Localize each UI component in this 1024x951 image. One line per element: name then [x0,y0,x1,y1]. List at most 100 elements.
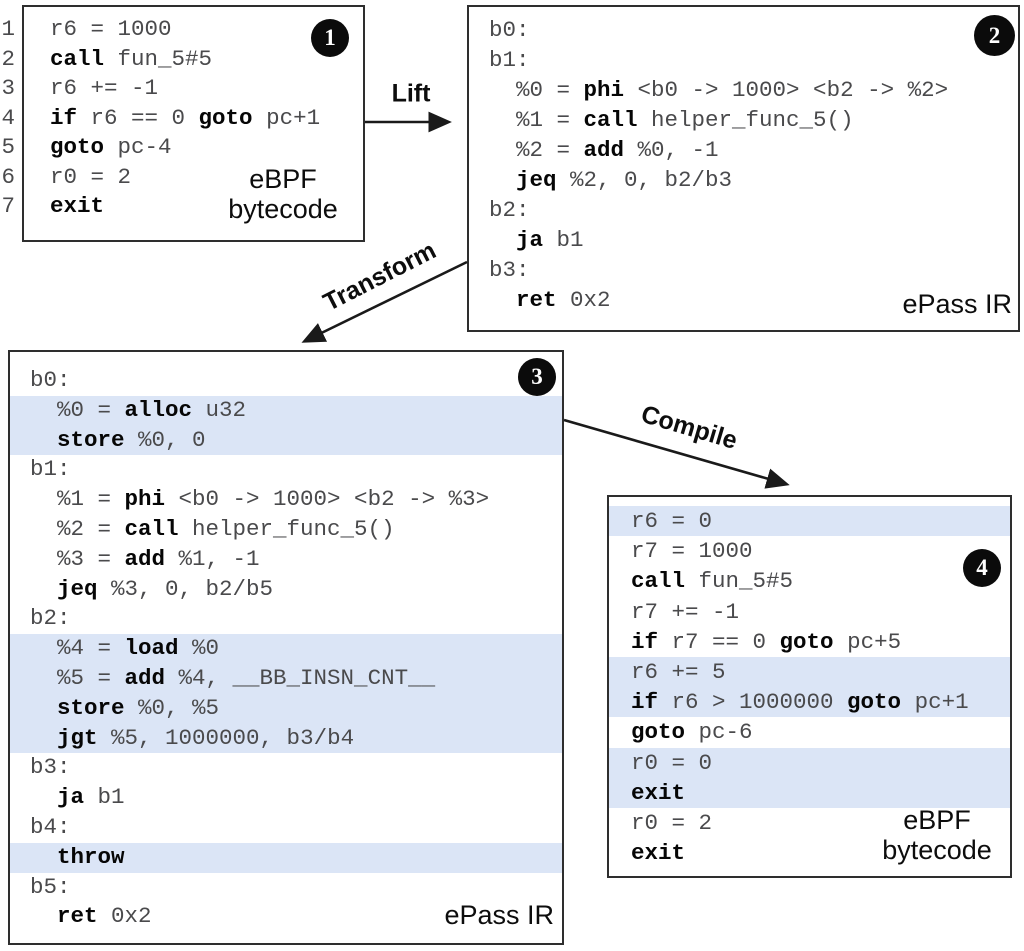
code-line: ret 0x2 [469,285,1018,315]
code-line: %3 = add %1, -1 [10,545,562,575]
code-token: b0: [30,367,71,393]
step-badge-1: 1 [311,19,349,57]
code-token: 0x2 [556,287,611,313]
code-token: %0, -1 [624,137,719,163]
code-line-highlighted: store %0, %5 [10,693,562,724]
code-token: %0 = [489,77,584,103]
keyword-token: call [631,568,686,595]
code-line: %0 = phi <b0 -> 1000> <b2 -> %2> [469,75,1018,105]
code-token [489,167,516,193]
code-token: r6 > 1000000 [658,689,848,716]
keyword-token: call [50,45,105,72]
code-token: %4, __BB_INSN_CNT__ [165,664,436,691]
code-token: r0 = 2 [50,163,132,190]
keyword-token: ja [57,784,85,811]
code-line-highlighted: store %0, 0 [10,425,562,456]
code-token: fun_5#5 [104,45,213,72]
code-token: %5 = [30,664,125,691]
keyword-token: store [57,694,125,721]
code-token: r0 = 0 [631,749,713,776]
code-token [30,695,57,721]
code-line: %2 = add %0, -1 [469,135,1018,165]
code-token: fun_5#5 [685,568,794,595]
code-line: r7 += -1 [609,597,1010,627]
ebpf-bytecode-label: eBPF bytecode [882,804,992,865]
code-token: r0 = 2 [631,809,713,836]
code-line: ja b1 [469,225,1018,255]
code-line: jeq %3, 0, b2/b5 [10,575,562,605]
keyword-token: call [124,515,179,542]
code-line: r6 = 1000 [24,15,363,45]
keyword-token: add [583,137,625,163]
code-token [30,576,57,602]
code-line: goto pc-6 [609,717,1010,747]
code-line-highlighted: throw [10,842,562,873]
code-line: r7 = 1000 [609,536,1010,566]
code-token: pc-6 [685,719,753,746]
code-token: helper_func_5() [637,107,854,133]
code-line-highlighted: exit [609,777,1010,808]
code-token: %2 = [489,137,584,163]
compile-arrow-label: Compile [637,400,741,455]
code-token: %4 = [30,635,125,662]
lift-arrow-label: Lift [391,79,431,108]
transform-arrow-label: Transform [318,236,441,317]
code-token: b1: [489,47,530,73]
line-number-gutter: 1 2 3 4 5 6 7 [1,16,15,219]
keyword-token: goto [779,628,834,655]
code-token: b2: [30,605,71,632]
step-badge-2: 2 [974,15,1015,56]
code-token: %1, -1 [165,545,260,572]
code-token: b4: [30,813,71,840]
code-line: r6 += -1 [24,74,363,104]
code-line-highlighted: if r6 > 1000000 goto pc+1 [609,687,1010,718]
code-line-highlighted: %4 = load %0 [10,634,562,664]
code-token: r7 = 1000 [631,538,753,565]
code-line: r0 = 2 [609,808,1010,838]
code-line: exit [609,838,1010,868]
code-line: exit [24,192,363,222]
epass-ir-label: ePass IR [902,289,1012,319]
code-token: r6 += 5 [631,658,726,685]
code-line: %1 = call helper_func_5() [469,105,1018,135]
code-token: b5: [30,873,71,900]
code-lines: b0:b1: %0 = phi <b0 -> 1000> <b2 -> %2> … [469,15,1018,315]
code-token [489,227,516,253]
keyword-token: phi [583,77,625,103]
keyword-token: add [124,545,166,572]
code-token: %1 = [489,107,584,133]
code-token: %3, 0, b2/b5 [97,575,274,602]
code-token: pc-4 [104,134,172,160]
code-line-highlighted: r6 += 5 [609,656,1010,688]
keyword-token: exit [50,193,105,219]
code-token: 0x2 [97,903,152,930]
keyword-token: add [124,664,166,691]
step-badge-4: 4 [963,549,1001,587]
keyword-token: if [631,689,659,716]
code-token: <b0 -> 1000> <b2 -> %3> [165,486,490,513]
code-token: %0 = [30,396,125,423]
code-token [30,844,57,870]
code-line-highlighted: %5 = add %4, __BB_INSN_CNT__ [10,663,562,694]
keyword-token: jgt [57,724,98,751]
code-token: pc+5 [833,628,902,655]
ebpf-bytecode-compiled-box: r6 = 0 r7 = 1000 call fun_5#5 r7 += -1 if r7… [607,495,1012,878]
code-token: %0, %5 [124,694,220,721]
code-line: b3: [10,753,562,783]
code-token [30,784,57,810]
code-line: b0: [469,15,1018,45]
code-line: b2: [469,195,1018,225]
code-token: r7 += -1 [631,598,740,625]
code-token: r6 = 0 [631,508,713,534]
ebpf-bytecode-label: eBPF bytecode [228,164,338,224]
code-token: b2: [489,197,530,223]
code-token: %1 = [30,486,125,513]
code-token: b0: [489,17,530,43]
code-lines: r6 = 0 r7 = 1000 call fun_5#5 r7 += -1 if r7… [609,506,1010,868]
keyword-token: goto [847,689,902,716]
code-token: r7 == 0 [658,628,780,655]
code-token: r6 += -1 [50,75,159,101]
code-token: %0 [178,635,220,662]
